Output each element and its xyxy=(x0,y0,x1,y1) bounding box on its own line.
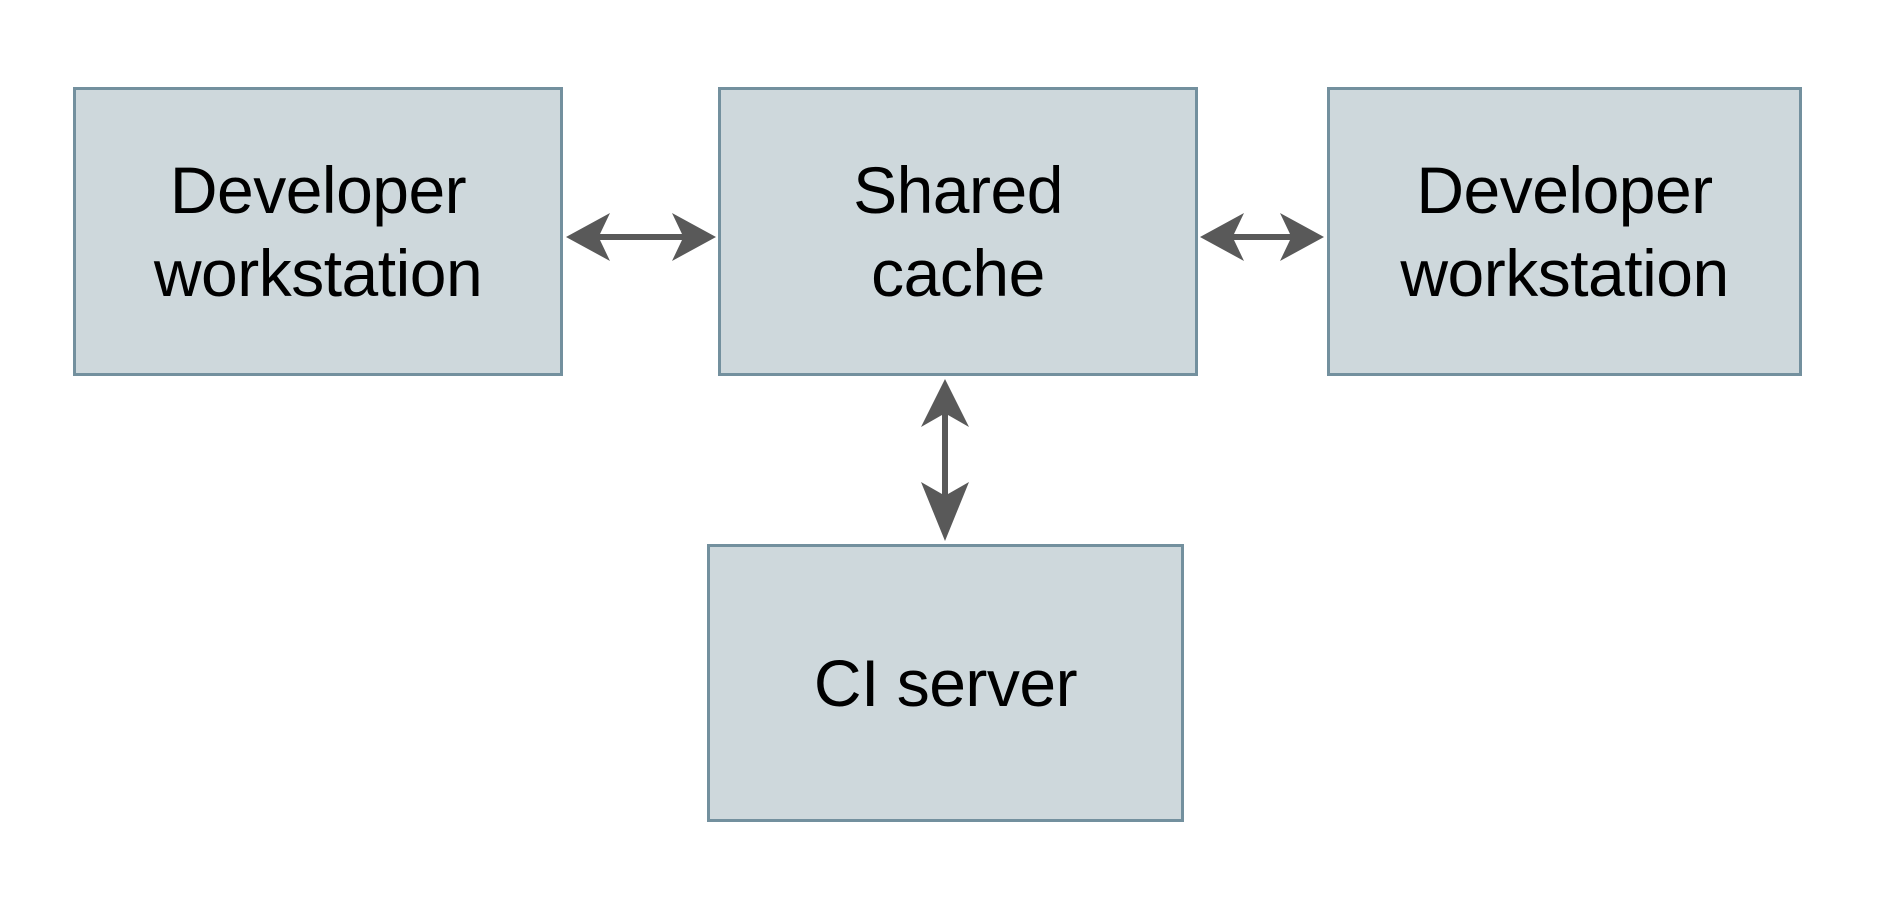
node-ci-server[interactable]: CI server xyxy=(707,544,1184,822)
node-label: Developer workstation xyxy=(1400,153,1729,310)
edge-shared-ci-arrow xyxy=(921,379,969,541)
edge-dev-left-shared-arrow xyxy=(566,213,716,261)
node-developer-workstation-right[interactable]: Developer workstation xyxy=(1327,87,1802,376)
node-shared-cache[interactable]: Shared cache xyxy=(718,87,1198,376)
node-label: Developer workstation xyxy=(153,153,483,310)
node-developer-workstation-left[interactable]: Developer workstation xyxy=(73,87,563,376)
edge-shared-dev-right-arrow xyxy=(1200,213,1324,261)
node-label: Shared cache xyxy=(853,153,1063,310)
node-label: CI server xyxy=(813,645,1078,720)
